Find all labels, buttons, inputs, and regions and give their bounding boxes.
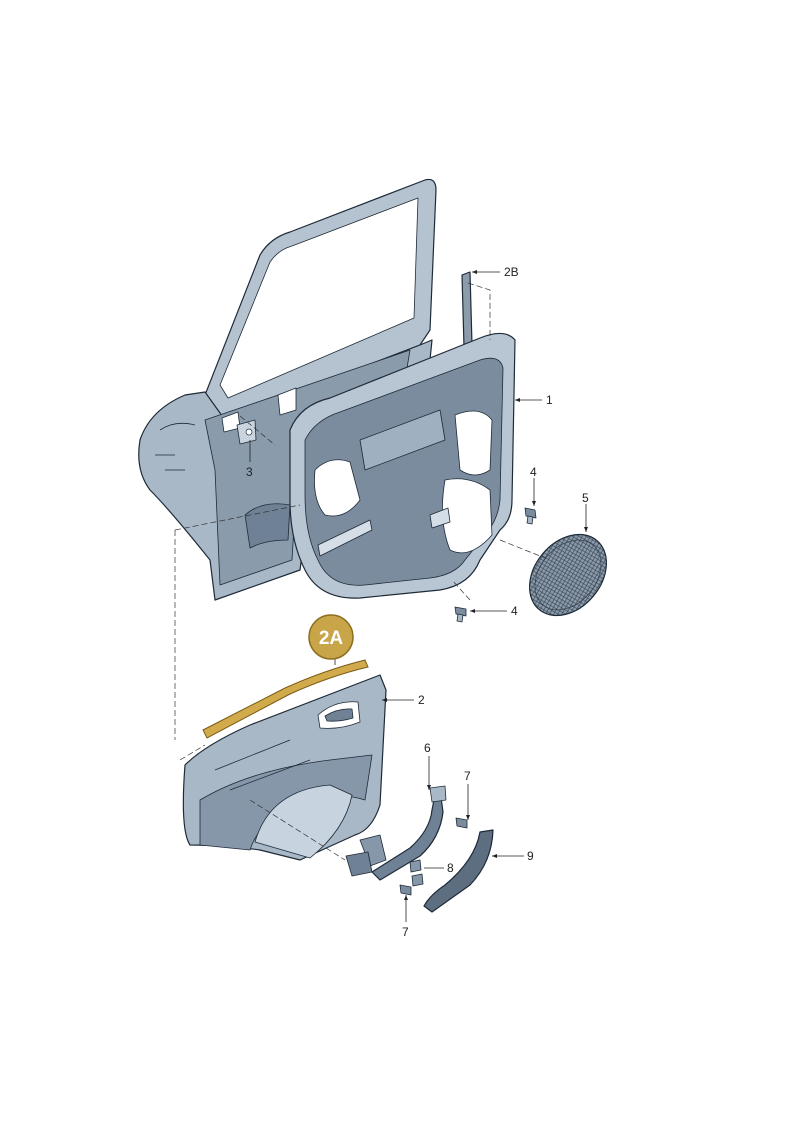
trim-cover	[423, 829, 494, 913]
callout-1: 1	[546, 393, 553, 407]
highlight-badge: 2A	[308, 614, 354, 660]
screw-lower	[454, 606, 467, 623]
highlighted-trim-strip	[202, 659, 369, 739]
screw-upper	[524, 507, 537, 525]
speaker-grille	[528, 533, 608, 617]
callout-7-upper: 7	[464, 769, 471, 783]
screw-7-lower	[399, 884, 412, 896]
clip	[409, 859, 424, 887]
callout-7-lower: 7	[402, 925, 409, 939]
window-channel-strip	[461, 271, 473, 348]
door-shell	[138, 178, 437, 601]
callout-3: 3	[246, 465, 253, 479]
leader-arrowheads	[382, 270, 588, 900]
callout-labels: 2B 1 3 4 5 4 2 6 7 8 9 7	[246, 265, 589, 939]
grab-handle-bracket	[345, 785, 447, 881]
screw-7-upper	[455, 817, 468, 829]
callout-4-lower: 4	[511, 604, 518, 618]
callout-2B: 2B	[504, 265, 519, 279]
callout-6: 6	[424, 741, 431, 755]
callout-8: 8	[447, 861, 454, 875]
assembly-lines	[174, 282, 546, 861]
callout-4-upper: 4	[530, 465, 537, 479]
inner-door-panel	[289, 332, 516, 599]
callout-2: 2	[418, 693, 425, 707]
callout-5: 5	[582, 491, 589, 505]
highlight-badge-label: 2A	[319, 628, 344, 649]
callout-9: 9	[527, 849, 534, 863]
door-trim-panel	[182, 674, 387, 861]
